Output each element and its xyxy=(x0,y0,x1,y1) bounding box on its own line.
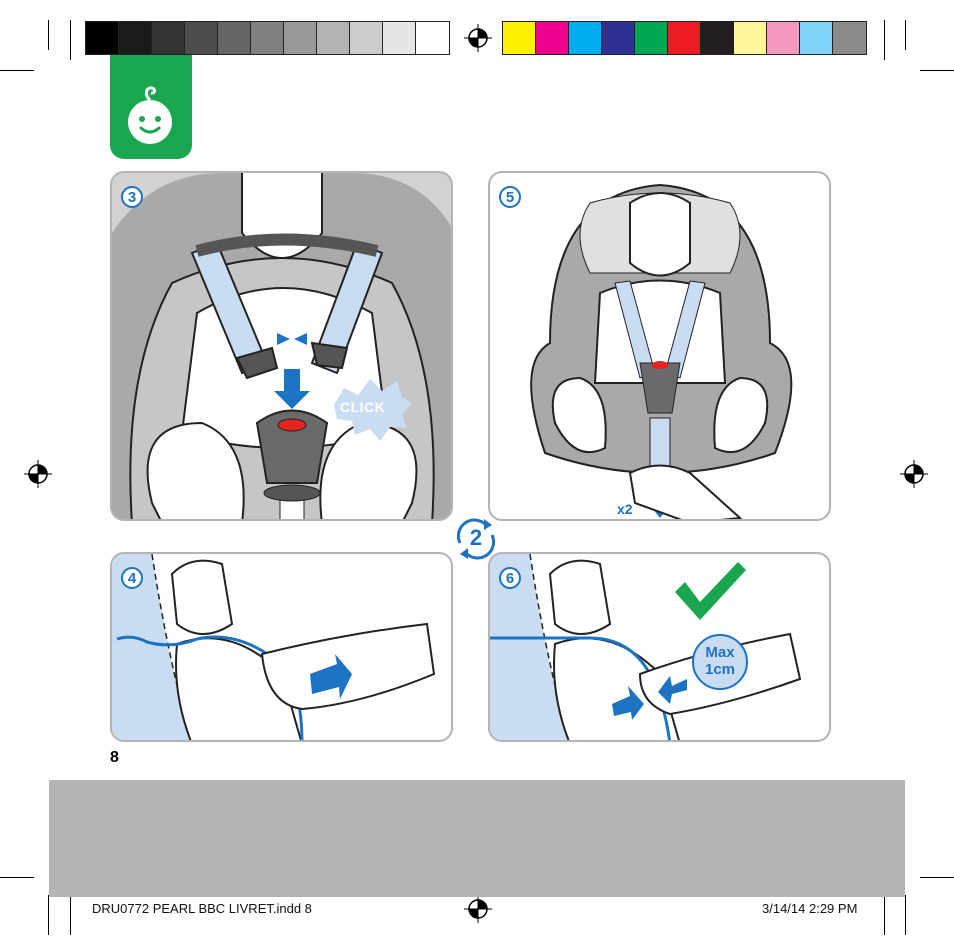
color-swatch xyxy=(152,22,185,54)
crop-mark xyxy=(0,877,34,878)
color-swatch xyxy=(635,22,668,54)
step-6-number: 6 xyxy=(499,567,521,589)
color-swatch xyxy=(833,22,866,54)
click-label: CLICK xyxy=(340,399,386,415)
color-swatch xyxy=(569,22,602,54)
crop-mark xyxy=(48,20,49,50)
crop-mark xyxy=(905,20,906,50)
color-swatch xyxy=(317,22,350,54)
crop-mark xyxy=(48,895,49,935)
color-swatch xyxy=(800,22,833,54)
color-swatch xyxy=(350,22,383,54)
step-5-illustration xyxy=(530,183,793,519)
crop-mark xyxy=(70,20,71,60)
slug-date: 3/14/14 2:29 PM xyxy=(762,901,858,916)
step-6-illustration xyxy=(490,554,802,740)
crop-mark xyxy=(0,70,34,71)
color-swatch xyxy=(86,22,119,54)
color-swatch xyxy=(767,22,800,54)
process-color-bar xyxy=(502,21,867,55)
crop-mark xyxy=(884,20,885,60)
step-3-panel: 3 CLICK xyxy=(110,171,453,521)
step-6-panel: 6 Max 1cm xyxy=(488,552,831,742)
color-swatch xyxy=(251,22,284,54)
baby-face-icon xyxy=(128,86,172,144)
step-4-number: 4 xyxy=(121,567,143,589)
max-label-line2: 1cm xyxy=(704,661,736,678)
cycle-badge: 2 xyxy=(450,513,502,565)
baby-badge xyxy=(110,55,192,159)
repeat-label: x2 xyxy=(617,501,633,517)
color-swatch xyxy=(734,22,767,54)
color-swatch xyxy=(119,22,152,54)
crop-mark xyxy=(70,890,71,935)
cycle-arrows-icon xyxy=(456,518,496,560)
color-swatch xyxy=(416,22,449,54)
crop-mark xyxy=(905,895,906,935)
registration-mark-icon xyxy=(464,24,492,52)
color-swatch xyxy=(284,22,317,54)
step-3-illustration xyxy=(112,173,451,519)
registration-mark-icon xyxy=(900,460,928,488)
page-number: 8 xyxy=(110,749,119,766)
color-swatch xyxy=(503,22,536,54)
slug-filename: DRU0772 PEARL BBC LIVRET.indd 8 xyxy=(92,901,312,916)
max-label-line1: Max xyxy=(705,644,735,661)
color-swatch xyxy=(701,22,734,54)
grayscale-color-bar xyxy=(85,21,450,55)
crop-mark xyxy=(920,877,954,878)
color-swatch xyxy=(536,22,569,54)
color-swatch xyxy=(668,22,701,54)
color-swatch xyxy=(185,22,218,54)
color-swatch xyxy=(218,22,251,54)
crop-mark xyxy=(920,70,954,71)
step-4-illustration xyxy=(112,554,436,740)
step-5-number: 5 xyxy=(499,186,521,208)
color-swatch xyxy=(602,22,635,54)
registration-mark-icon xyxy=(464,895,492,923)
step-3-number: 3 xyxy=(121,186,143,208)
cycle-number: 2 xyxy=(469,525,483,550)
registration-mark-icon xyxy=(24,460,52,488)
step-5-panel: 5 x2 xyxy=(488,171,831,521)
color-swatch xyxy=(383,22,416,54)
footer-band xyxy=(49,780,905,897)
crop-mark xyxy=(884,890,885,935)
step-4-panel: 4 xyxy=(110,552,453,742)
